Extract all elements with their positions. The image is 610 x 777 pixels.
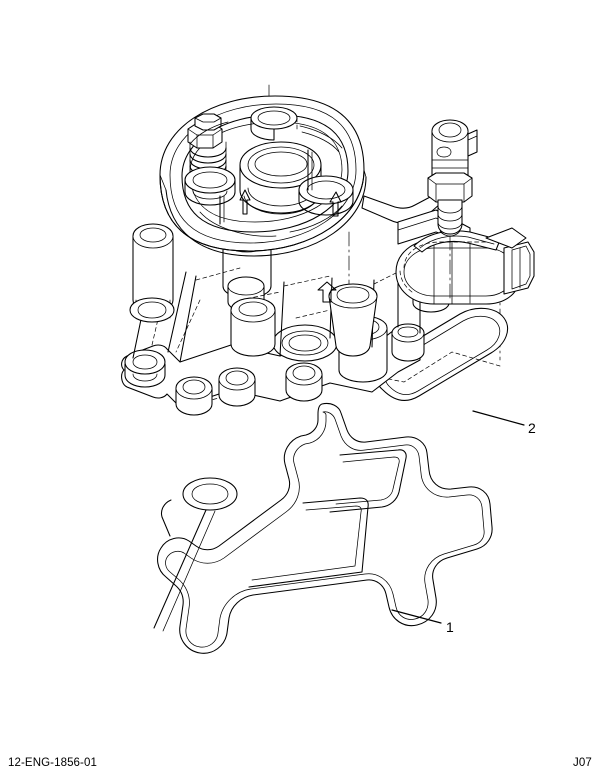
hex-plug <box>184 113 236 206</box>
callout-number-1: 1 <box>446 619 454 635</box>
callout-2-leader <box>472 410 525 426</box>
housing-bowl <box>159 95 367 257</box>
callout-1-leader <box>391 609 442 624</box>
part-reference-footer: 12-ENG-1856-01 <box>8 757 97 769</box>
callout-number-2: 2 <box>528 420 536 436</box>
sheet-code-footer: J07 <box>573 757 592 769</box>
gasket-lower <box>153 403 493 654</box>
oil-pressure-sensor <box>427 119 478 237</box>
